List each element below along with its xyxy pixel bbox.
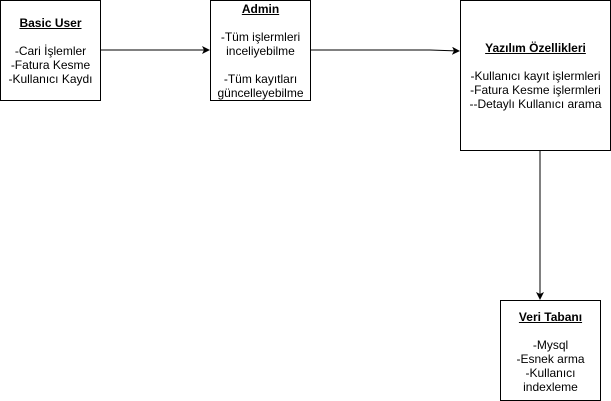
software-features-item: -Kullanıcı kayıt işlermleri — [470, 69, 601, 83]
software-features-box: Yazılım Özellikleri -Kullanıcı kayıt işl… — [460, 0, 611, 151]
database-box: Veri Tabanı -Mysql -Esnek arma -Kullanıc… — [500, 300, 601, 401]
software-features-title: Yazılım Özellikleri — [485, 41, 586, 55]
basic-user-item: -Fatura Kesme — [10, 58, 91, 72]
admin-item: -Tüm işlermleri — [220, 30, 301, 44]
admin-item: -Tüm kayıtları — [223, 72, 298, 86]
database-title: Veri Tabanı — [518, 310, 583, 324]
basic-user-box: Basic User -Cari İşlemler -Fatura Kesme … — [0, 0, 101, 101]
basic-user-item: -Kullanıcı Kaydı — [8, 72, 93, 86]
database-item: -Esnek arma — [516, 352, 585, 366]
software-features-item: --Detaylı Kullanıcı arama — [469, 97, 602, 111]
database-item: indexleme — [523, 380, 578, 394]
database-item: -Mysql — [532, 338, 569, 352]
basic-user-item: -Cari İşlemler — [14, 44, 87, 58]
software-features-item: -Fatura Kesme işlermleri — [470, 83, 601, 97]
admin-item: inceliyebilme — [226, 44, 295, 58]
admin-box: Admin -Tüm işlermleri inceliyebilme -Tüm… — [210, 0, 311, 101]
arrow-admin-to-software-features — [311, 46, 460, 55]
basic-user-title: Basic User — [19, 16, 82, 30]
admin-item: güncelleyebilme — [217, 86, 304, 100]
admin-title: Admin — [241, 2, 280, 16]
database-item: -Kullanıcı — [525, 366, 576, 380]
